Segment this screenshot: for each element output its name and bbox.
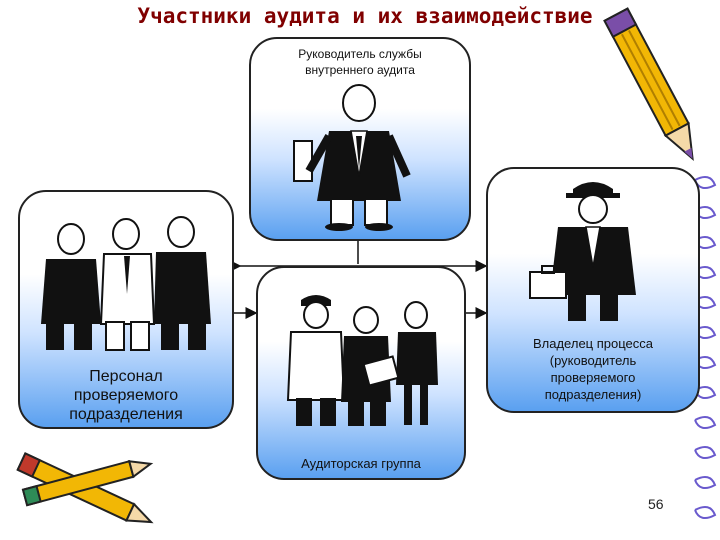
staff-label-line3: подразделения — [69, 406, 183, 423]
staff-group-figure — [41, 216, 211, 351]
owner-label-line3: проверяемого — [550, 370, 636, 385]
crossed-pencils-icon — [16, 452, 154, 524]
card-audit-group: Аудиторская группа — [256, 266, 466, 480]
card-head-of-audit: Руководитель службы внутреннего аудита — [249, 37, 471, 241]
staff-label-line2: проверяемого — [73, 387, 179, 404]
audit-group-label: Аудиторская группа — [301, 456, 421, 471]
slide-title: Участники аудита и их взаимодействие — [137, 4, 593, 28]
pencil-icon — [603, 7, 694, 162]
spiral-binding-icon — [694, 175, 717, 520]
businessman-figure — [293, 84, 411, 231]
process-owner-figure — [529, 182, 636, 321]
card-staff: Персонал проверяемого подразделения — [18, 190, 234, 429]
owner-label-line2: (руководитель — [549, 353, 637, 368]
owner-label-line4: подразделения) — [544, 387, 642, 402]
card-process-owner: Владелец процесса (руководитель проверяе… — [486, 167, 700, 413]
page-number: 56 — [648, 496, 664, 512]
head-label-line1: Руководитель службы — [298, 47, 422, 61]
staff-label-line1: Персонал — [89, 368, 163, 385]
head-label-line2: внутреннего аудита — [305, 63, 415, 77]
owner-label-line1: Владелец процесса — [532, 336, 653, 351]
audit-group-figure — [286, 295, 438, 426]
